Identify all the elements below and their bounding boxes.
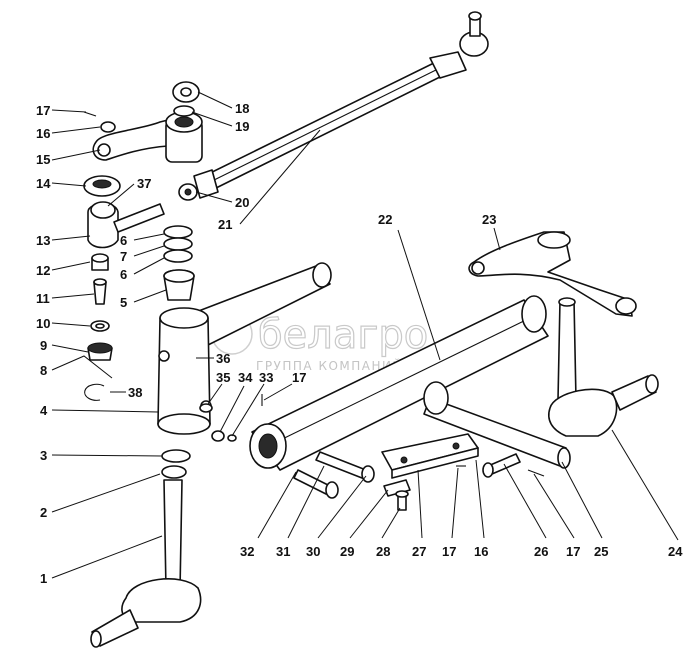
callout-36: 36 (216, 351, 230, 366)
callout-26: 26 (534, 544, 548, 559)
pin-17-nut-16 (83, 111, 116, 133)
callout-18: 18 (235, 101, 249, 116)
callout-17: 17 (36, 103, 50, 118)
pivot-housing-4 (157, 307, 212, 435)
callout-25: 25 (594, 544, 608, 559)
callout-37: 37 (137, 176, 151, 191)
bolt-31 (315, 451, 375, 483)
callout-10: 10 (36, 316, 50, 331)
callout-2: 2 (40, 505, 47, 520)
callout-19: 19 (235, 119, 249, 134)
callout-17: 17 (566, 544, 580, 559)
axle-beam-22 (249, 295, 549, 471)
callout-17: 17 (442, 544, 456, 559)
callout-3: 3 (40, 448, 47, 463)
washer-19 (173, 105, 195, 117)
watermark-brand: белагро (258, 312, 428, 358)
clamp-plate-27 (381, 433, 479, 479)
ball-joint-13 (87, 201, 165, 249)
lock-nut-20 (178, 183, 198, 201)
callout-24: 24 (668, 544, 683, 559)
callout-35: 35 (216, 370, 230, 385)
tie-rod (193, 11, 489, 199)
knuckle-24 (548, 297, 659, 437)
callout-16: 16 (474, 544, 488, 559)
bushing-12 (91, 253, 109, 271)
callout-8: 8 (40, 363, 47, 378)
callout-9: 9 (40, 338, 47, 353)
pin-17-right (261, 394, 545, 477)
callout-21: 21 (218, 217, 232, 232)
king-pin-1 (90, 479, 202, 648)
steering-lever (92, 111, 203, 163)
bolt-28 (395, 490, 409, 511)
callout-14: 14 (36, 176, 51, 191)
steering-arm-23 (468, 231, 637, 317)
washers-6-7 (163, 225, 193, 263)
callout-11: 11 (36, 291, 50, 306)
spring-ring-38 (84, 383, 105, 401)
callout-4: 4 (40, 403, 48, 418)
nut-18 (172, 81, 200, 103)
callout-27: 27 (412, 544, 426, 559)
ring-10 (90, 320, 110, 332)
callout-12: 12 (36, 263, 50, 278)
bolt-26 (482, 453, 521, 478)
callout-30: 30 (306, 544, 320, 559)
callout-5: 5 (120, 295, 127, 310)
callout-28: 28 (376, 544, 390, 559)
leader-lines (51, 91, 679, 579)
callout-6: 6 (120, 233, 127, 248)
cap-5 (163, 269, 195, 301)
axle-beam-inner (423, 381, 571, 469)
callout-labels: 17 16 15 18 19 14 37 20 21 13 6 7 6 12 1… (36, 101, 683, 586)
callout-34: 34 (238, 370, 253, 385)
callout-15: 15 (36, 152, 50, 167)
watermark-tagline: ГРУППА КОМПАНИЙ (256, 358, 403, 373)
bolt-32 (293, 469, 339, 499)
cup-9-8 (87, 342, 113, 361)
ring-2 (161, 465, 187, 479)
callout-20: 20 (235, 195, 249, 210)
plate-29 (383, 479, 411, 497)
fasteners-33-36 (199, 403, 237, 442)
callout-23: 23 (482, 212, 496, 227)
callout-29: 29 (340, 544, 354, 559)
callout-1: 1 (40, 571, 47, 586)
watermark: белагро ГРУППА КОМПАНИЙ (211, 311, 429, 373)
callout-38: 38 (128, 385, 142, 400)
callout-13: 13 (36, 233, 50, 248)
ring-3 (161, 449, 191, 463)
callout-22: 22 (378, 212, 392, 227)
callout-7: 7 (120, 249, 127, 264)
seal-14 (83, 175, 121, 197)
callout-33: 33 (259, 370, 273, 385)
pin-11 (93, 278, 107, 305)
callout-17: 17 (292, 370, 306, 385)
callout-31: 31 (276, 544, 290, 559)
callout-16: 16 (36, 126, 50, 141)
callout-6: 6 (120, 267, 127, 282)
callout-32: 32 (240, 544, 254, 559)
